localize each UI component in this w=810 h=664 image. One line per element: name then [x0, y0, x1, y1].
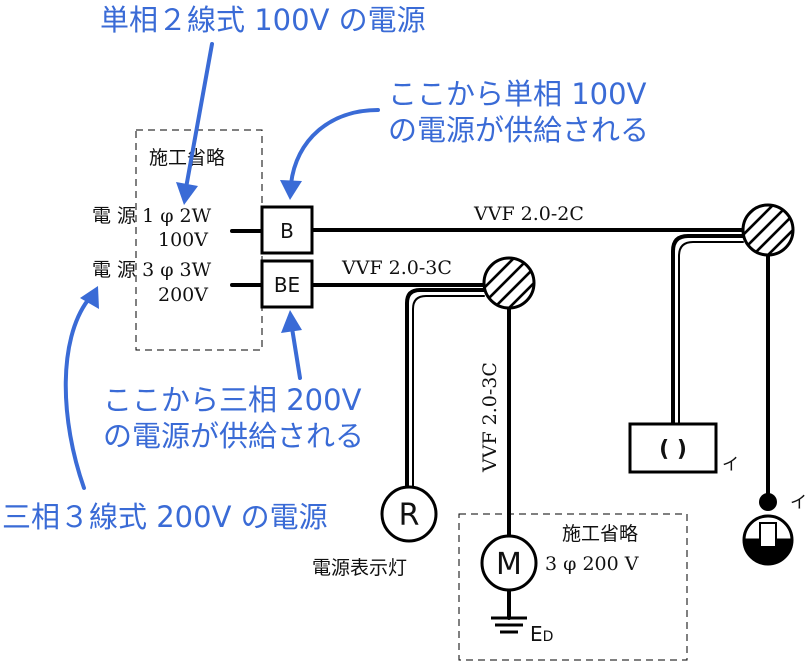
cable-top-label: VVF 2.0-2C: [473, 203, 584, 225]
source1-line2: 100V: [158, 229, 208, 251]
junction-box-1[interactable]: [723, 190, 808, 275]
cable-to-pilot-lamp-outer: [405, 288, 486, 489]
breaker-be[interactable]: BE: [260, 259, 314, 309]
motor-rating: 3 φ 200 V: [545, 553, 639, 575]
pilot-lamp-symbol: R: [399, 498, 420, 533]
source2-line1: 電 源 3 φ 3W: [92, 259, 212, 281]
pilot-lamp-label: 電源表示灯: [312, 557, 407, 579]
source2-line2: 200V: [158, 284, 208, 306]
outlet[interactable]: ( ): [628, 422, 718, 474]
outlet-mark: イ: [722, 455, 739, 475]
arrow-single-phase-source: [184, 42, 214, 190]
motor-omitted-boundary: [458, 513, 688, 661]
annotation-three-phase-supply-line1: ここから三相 200V: [103, 383, 362, 417]
arrow-three-phase-source: [63, 298, 90, 490]
junction-box-2[interactable]: [464, 243, 549, 328]
annotation-three-phase-source: 三相３線式 200V の電源: [2, 500, 328, 534]
pilot-lamp[interactable]: R: [380, 485, 438, 543]
breaker-b[interactable]: B: [260, 205, 314, 255]
cable-to-outlet-outer: [671, 234, 745, 426]
outlet-symbol: ( ): [659, 437, 687, 462]
pull-switch-dot: [759, 493, 777, 511]
arrow-three-phase-supply: [290, 326, 302, 380]
annotation-arrows: [63, 42, 380, 490]
wiring: [230, 228, 770, 620]
cable-to-outlet-inner: [678, 241, 744, 425]
lamp-mark: イ: [790, 493, 807, 513]
cable-middle-label: VVF 2.0-3C: [341, 257, 452, 279]
panel-omitted-boundary: [135, 129, 263, 351]
annotation-single-phase-supply-line2: の電源が供給される: [388, 113, 649, 147]
breaker-b-label: B: [280, 219, 294, 243]
panel-omitted-label: 施工省略: [149, 147, 225, 169]
cable-to-pilot-lamp-inner: [412, 295, 485, 488]
ground-icon: [491, 616, 527, 634]
annotation-single-phase-supply-line1: ここから単相 100V: [388, 77, 647, 111]
cable-vertical-label: VVF 2.0-3C: [479, 362, 501, 473]
ground-label: ED: [530, 622, 553, 646]
arrow-single-phase-supply: [289, 108, 380, 186]
motor-symbol: M: [496, 547, 522, 582]
motor[interactable]: M: [480, 534, 538, 592]
motor-area-omitted-label: 施工省略: [562, 523, 638, 545]
annotation-single-phase-source: 単相２線式 100V の電源: [100, 3, 426, 37]
lamp[interactable]: [742, 493, 794, 566]
annotation-three-phase-supply-line2: の電源が供給される: [103, 419, 364, 453]
source1-line1: 電 源 1 φ 2W: [92, 205, 212, 227]
breaker-be-label: BE: [274, 273, 300, 297]
